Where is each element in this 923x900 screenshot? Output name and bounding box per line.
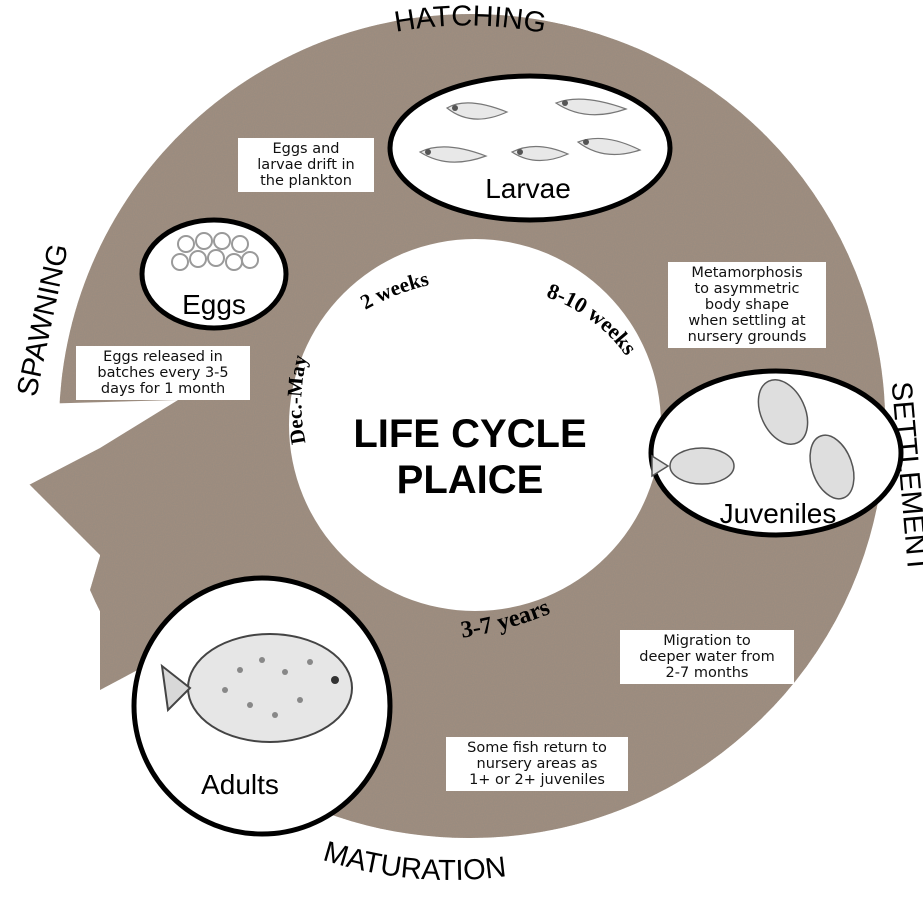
- note-released: Eggs released in batches every 3-5 days …: [76, 346, 250, 400]
- larvae-circle: Larvae: [390, 76, 670, 220]
- eggs-circle: Eggs: [142, 220, 286, 328]
- note-metamorphosis: Metamorphosis to asymmetric body shape w…: [668, 262, 826, 348]
- eggs-label: Eggs: [182, 289, 246, 320]
- note-return: Some fish return to nursery areas as 1+ …: [446, 737, 628, 791]
- larvae-label: Larvae: [485, 173, 571, 204]
- stage-maturation: MATURATION: [320, 836, 508, 887]
- title-line-2: PLAICE: [397, 458, 544, 502]
- adults-label: Adults: [201, 769, 279, 800]
- juveniles-circle: Juveniles: [651, 371, 901, 535]
- note-migration: Migration to deeper water from 2-7 month…: [620, 630, 794, 684]
- juveniles-label: Juveniles: [720, 498, 837, 529]
- note-drift: Eggs and larvae drift in the plankton: [238, 138, 374, 192]
- title-line-1: LIFE CYCLE: [353, 412, 586, 456]
- adults-circle: Adults: [134, 578, 390, 834]
